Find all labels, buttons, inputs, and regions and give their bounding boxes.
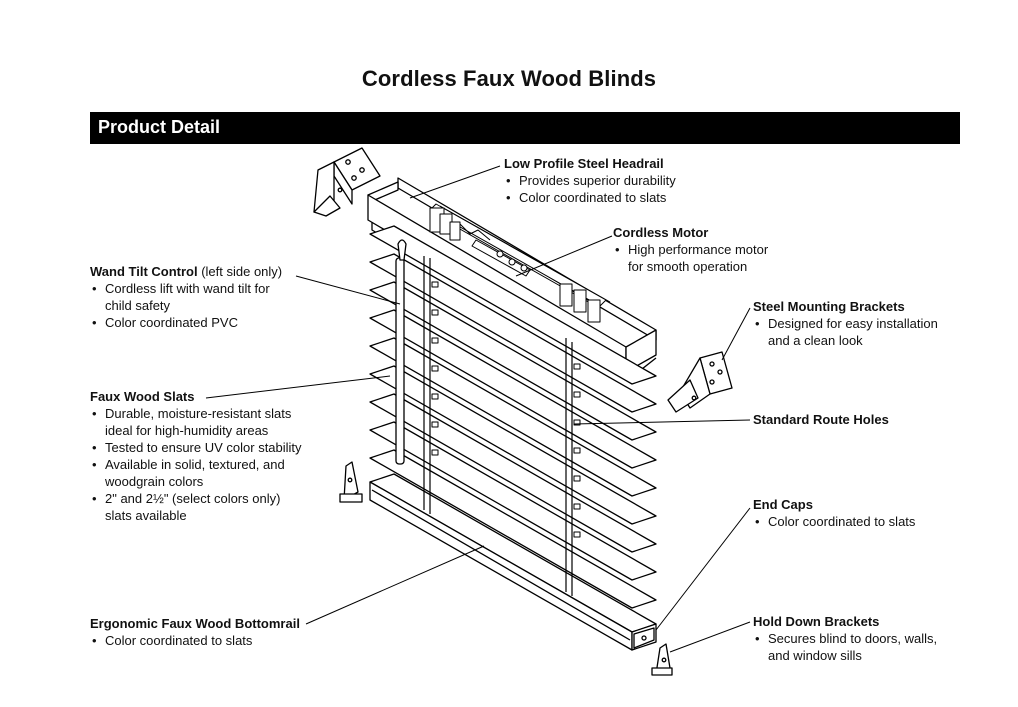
callout-bullet: Available in solid, textured, and woodgr… xyxy=(90,456,300,490)
callout-slats: Faux Wood Slats Durable, moisture-resist… xyxy=(90,388,320,524)
callout-title: Wand Tilt Control xyxy=(90,264,198,279)
callout-bottomrail: Ergonomic Faux Wood Bottomrail Color coo… xyxy=(90,615,300,649)
ladder-cords xyxy=(423,256,573,596)
callout-motor: Cordless Motor High performance motor fo… xyxy=(613,224,783,275)
callout-bullet: Color coordinated PVC xyxy=(90,314,300,331)
route-holes xyxy=(431,281,581,538)
hold-down-bracket-right xyxy=(651,643,673,676)
hold-down-bracket-left xyxy=(339,461,363,503)
callout-title: Faux Wood Slats xyxy=(90,389,195,404)
callout-title: End Caps xyxy=(753,497,813,512)
callout-bullet: Designed for easy installation and a cle… xyxy=(753,315,953,349)
callout-bullet: Secures blind to doors, walls, and windo… xyxy=(753,630,958,664)
callout-note: (left side only) xyxy=(197,264,283,279)
callout-headrail: Low Profile Steel Headrail Provides supe… xyxy=(504,155,676,206)
callout-bullet: Durable, moisture-resistant slats ideal … xyxy=(90,405,310,439)
callout-wand: Wand Tilt Control (left side only) Cordl… xyxy=(90,263,300,331)
callout-brackets: Steel Mounting Brackets Designed for eas… xyxy=(753,298,953,349)
section-header-label: Product Detail xyxy=(98,117,221,137)
slats-graphic xyxy=(369,225,657,609)
callout-bullet: Cordless lift with wand tilt for child s… xyxy=(90,280,285,314)
callout-route-holes: Standard Route Holes xyxy=(753,411,889,428)
callout-bullet: Color coordinated to slats xyxy=(90,632,300,649)
leader-lines xyxy=(205,165,751,653)
section-header-bar: Product Detail xyxy=(90,112,960,144)
callout-bullet: Provides superior durability xyxy=(504,172,676,189)
callout-end-caps: End Caps Color coordinated to slats xyxy=(753,496,915,530)
mounting-bracket-right xyxy=(667,351,733,413)
motor-graphic xyxy=(429,203,611,323)
page-title: Cordless Faux Wood Blinds xyxy=(361,66,657,91)
callout-title: Ergonomic Faux Wood Bottomrail xyxy=(90,616,300,631)
callout-bullet: Color coordinated to slats xyxy=(753,513,915,530)
callout-title: Low Profile Steel Headrail xyxy=(504,156,664,171)
callout-title: Steel Mounting Brackets xyxy=(753,299,905,314)
mounting-bracket-top xyxy=(313,147,381,217)
callout-bullet: High performance motor for smooth operat… xyxy=(613,241,783,275)
callout-bullet: Color coordinated to slats xyxy=(504,189,676,206)
callout-title: Hold Down Brackets xyxy=(753,614,880,629)
callout-title: Standard Route Holes xyxy=(753,412,889,427)
callout-bullet: Tested to ensure UV color stability xyxy=(90,439,320,456)
callout-hold-down: Hold Down Brackets Secures blind to door… xyxy=(753,613,958,664)
wand-graphic xyxy=(395,239,407,465)
callout-bullet: 2" and 2½" (select colors only) slats av… xyxy=(90,490,305,524)
callout-title: Cordless Motor xyxy=(613,225,709,240)
bottomrail-graphic xyxy=(369,473,657,651)
